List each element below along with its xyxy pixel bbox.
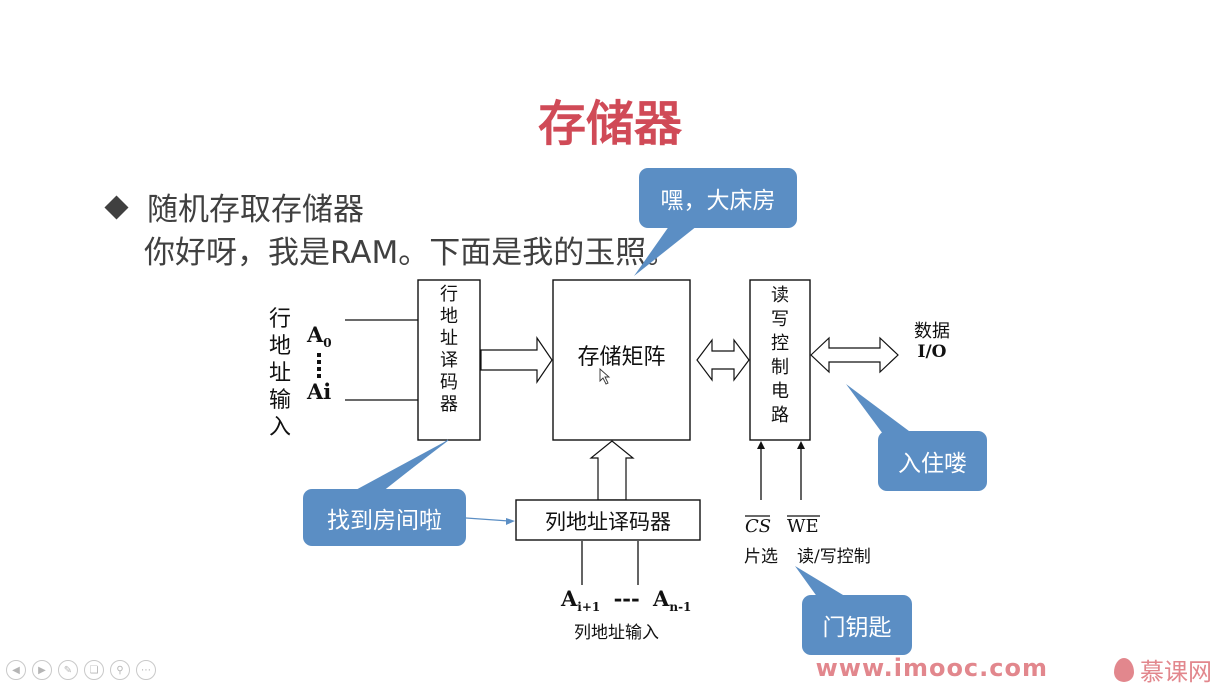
found-room-pointer-col-arrowhead (506, 518, 515, 525)
col-a-end: A (653, 586, 670, 611)
row-decoder-box (417, 279, 481, 441)
row-decoder-char: 行 (440, 284, 458, 305)
column-address-range: Ai+1 --- An-1 (561, 586, 691, 614)
rw-control-box (749, 279, 811, 441)
column-decoder-box (515, 499, 701, 541)
footer-logo: 慕课网 (1114, 652, 1212, 687)
rw-select-label: 读/写控制 (797, 547, 871, 567)
slide-title: 存储器 (537, 96, 682, 152)
rw-control-char: 电 (771, 381, 789, 402)
rw-control-char: 读 (771, 285, 789, 306)
zoom-icon[interactable]: ⚲ (110, 660, 130, 680)
a0-label: A0 (307, 322, 332, 350)
cs-arrowhead (757, 441, 765, 449)
row-address-char: 行 (268, 307, 291, 332)
chip-select-label: 片选 (744, 547, 778, 567)
column-decoder-label: 列地址译码器 (545, 510, 671, 534)
data-io-label2: I/O (917, 342, 947, 362)
row-decoder-char: 器 (440, 394, 458, 415)
callout-check-in: 入住喽 (878, 431, 987, 491)
cs-label: CS (745, 516, 772, 537)
row-address-char: 输 (268, 388, 291, 413)
callout-tail-checkin (846, 384, 913, 434)
memory-matrix-box (552, 279, 691, 441)
flame-logo-icon (1114, 657, 1134, 682)
decoder-to-matrix-arrow (480, 336, 553, 384)
found-room-pointer-row (379, 439, 449, 493)
column-address-input-label: 列地址输入 (574, 623, 659, 643)
a0-subscript: 0 (323, 336, 332, 351)
mouse-cursor-icon (599, 367, 611, 385)
row-decoder-char: 码 (440, 372, 458, 393)
callout-hey-big-room: 嘿，大床房 (639, 168, 797, 228)
rw-control-char: 写 (771, 309, 789, 330)
rw-control-char: 控 (771, 333, 789, 354)
callout-tail-hey (634, 222, 702, 276)
rw-data-double-arrow (810, 336, 899, 374)
callout-tail-found (352, 440, 448, 492)
row-decoder-char: 译 (440, 350, 458, 371)
a0-letter: A (307, 322, 324, 347)
coldecoder-to-matrix-arrow (589, 440, 635, 501)
rw-control-label: 读 写 控 制 电 路 (750, 284, 810, 428)
bullet-text: 随机存取存储器 (147, 192, 364, 228)
row-address-char: 入 (268, 415, 291, 440)
footer-logo-text: 慕课网 (1140, 658, 1212, 686)
bullet-line: 随机存取存储器 (104, 184, 364, 229)
data-io-label: 数据 (914, 321, 950, 342)
row-decoder-char: 地 (440, 306, 458, 327)
more-icon[interactable]: ⋯ (136, 660, 156, 680)
copy-icon[interactable]: ❏ (84, 660, 104, 680)
forward-icon[interactable]: ▶ (32, 660, 52, 680)
rw-control-char: 制 (771, 357, 789, 378)
we-label: WE (787, 516, 819, 537)
memory-matrix-label: 存储矩阵 (577, 345, 666, 370)
matrix-rw-double-arrow (696, 338, 750, 382)
col-a-start: A (561, 586, 578, 611)
subtitle-text: 你好呀，我是RAM。下面是我的玉照。 (144, 235, 678, 271)
col-a-end-sub: n-1 (669, 600, 692, 615)
rw-control-char: 路 (771, 405, 789, 426)
row-address-char: 址 (268, 361, 291, 386)
row-decoder-label: 行 地 址 译 码 器 (418, 284, 480, 416)
callout-door-key: 门钥匙 (802, 595, 912, 655)
row-address-input-label: 行 地 址 输 入 (267, 306, 293, 441)
col-dashes: --- (613, 586, 640, 611)
col-a-start-sub: i+1 (577, 600, 601, 615)
callout-found-room: 找到房间啦 (303, 489, 466, 546)
callout-tail-key (795, 566, 848, 598)
back-icon[interactable]: ◀ (6, 660, 26, 680)
footer-brand: www.imooc.com (815, 654, 1048, 682)
row-address-char: 地 (268, 334, 291, 359)
we-arrowhead (797, 441, 805, 449)
row-decoder-char: 址 (440, 328, 458, 349)
found-room-pointer-col (465, 517, 510, 522)
pen-icon[interactable]: ✎ (58, 660, 78, 680)
ai-label: Ai (307, 379, 332, 404)
